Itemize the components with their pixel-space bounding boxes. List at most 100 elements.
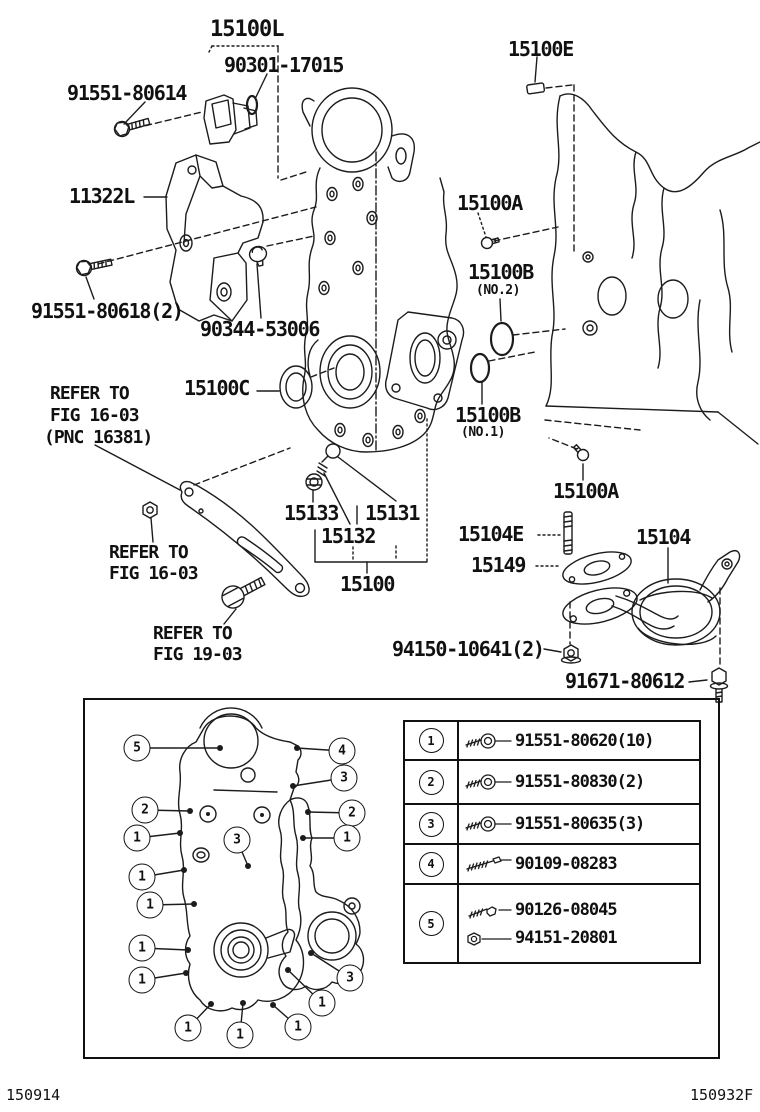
fastener-number-cell: 3: [405, 805, 459, 843]
part-label-15100C: 15100C: [184, 376, 250, 400]
mount-bracket-drawing: [165, 154, 264, 322]
bolt-position-dot: [185, 947, 191, 953]
fastener-number-badge: 1: [418, 728, 444, 753]
fastener-part-number: 90109-08283: [515, 854, 618, 874]
part-label-94150-10641-2: 94150-10641(2): [392, 637, 545, 661]
nut-94150-drawing: [543, 644, 582, 664]
inset-callout-1: 1: [128, 966, 156, 994]
camshaft-sensor-drawing: [203, 94, 259, 145]
inset-callout-3: 3: [336, 964, 364, 992]
fastener-table-row: 1 91551-80620(10): [405, 722, 699, 761]
inset-panel-border: [83, 698, 720, 1059]
bolt-position-dot: [240, 1000, 246, 1006]
bolt-position-dot: [290, 783, 296, 789]
fastener-table-row: 3 91551-80635(3): [405, 805, 699, 845]
bolt-position-dot: [285, 967, 291, 973]
part-label-refer-fig16-03-pnc-line2: FIG 16-03: [50, 405, 140, 426]
bolt-position-dot: [208, 1001, 214, 1007]
inset-callout-1: 1: [136, 891, 164, 919]
oil-strainer-drawing: [562, 547, 741, 667]
fastener-part-item: 91551-80620(10): [463, 731, 699, 751]
fastener-part-cell: 90109-08283: [459, 845, 699, 883]
part-label-refer-fig19-03-line2: FIG 19-03: [153, 644, 243, 665]
flange-bolt-icon: [465, 816, 512, 832]
part-label-15100B-no1: 15100B: [455, 403, 521, 427]
bolt-position-dot: [245, 863, 251, 869]
part-label-15100A-lower: 15100A: [553, 479, 619, 503]
gasket-15149-drawing: [562, 551, 632, 585]
bolt-position-dot: [187, 808, 193, 814]
oil-seal-drawing: [256, 365, 335, 409]
inset-callout-1: 1: [308, 989, 336, 1017]
bolt-position-dot: [300, 835, 306, 841]
fastener-part-cell: 91551-80620(10): [459, 722, 699, 759]
fastener-part-item: 94151-20801: [463, 928, 699, 948]
inset-callout-2: 2: [338, 799, 366, 827]
fastener-number-badge: 3: [418, 811, 444, 837]
fastener-table-row: 5 90126-08045 94151-20801: [405, 885, 699, 962]
part-label-refer-fig16-03-pnc-line3: (PNC 16381): [44, 427, 153, 448]
stud-15104e-drawing: [537, 511, 573, 555]
fastener-number-cell: 1: [405, 722, 459, 759]
bolt-position-dot: [305, 809, 311, 815]
fastener-number-badge: 5: [418, 911, 444, 936]
part-label-15133: 15133: [284, 501, 339, 525]
inset-callout-1: 1: [123, 824, 151, 852]
bolt-position-dot: [217, 745, 223, 751]
page-code-right: 150932F: [690, 1086, 754, 1104]
fastener-part-item: 90109-08283: [463, 854, 699, 874]
fastener-number-badge: 2: [418, 769, 444, 795]
fastener-part-cell: 90126-08045 94151-20801: [459, 885, 699, 962]
inset-callout-1: 1: [333, 824, 361, 852]
bolt-position-dot: [270, 1002, 276, 1008]
part-label-15132: 15132: [321, 524, 376, 548]
part-label-90301-17015: 90301-17015: [224, 53, 344, 77]
fastener-part-number: 90126-08045: [515, 899, 618, 920]
part-label-15100B-no1-note: (NO.1): [461, 425, 505, 440]
stay-bracket-drawing: [94, 444, 310, 598]
inset-callout-4: 4: [328, 737, 356, 765]
part-label-15104E: 15104E: [458, 522, 524, 546]
inset-callout-1: 1: [284, 1013, 312, 1041]
fastener-table-row: 4 90109-08283: [405, 845, 699, 885]
plug-15100e-drawing: [526, 82, 546, 95]
oil-nozzle-parts-drawing: [305, 418, 428, 574]
timing-cover-drawing: [301, 87, 465, 453]
part-label-refer-fig16-03-pnc-line1: REFER TO: [50, 383, 130, 404]
inset-callout-1: 1: [128, 863, 156, 891]
hex-bolt-icon: [468, 905, 512, 919]
leader-lines-right: [477, 56, 584, 481]
fastener-part-number: 91551-80620(10): [515, 730, 655, 751]
part-label-91671-80612: 91671-80612: [565, 669, 685, 693]
fastener-part-number: 91551-80830(2): [515, 772, 645, 792]
fastener-part-cell: 91551-80635(3): [459, 805, 699, 843]
part-label-refer-fig19-03-line1: REFER TO: [153, 623, 233, 644]
bolt-position-dot: [177, 830, 183, 836]
fastener-part-item: 90126-08045: [463, 900, 699, 920]
bolt-position-dot: [191, 901, 197, 907]
fastener-number-cell: 5: [405, 885, 459, 962]
flange-bolt-icon: [465, 774, 512, 790]
oring-15100b-no1-drawing: [469, 352, 491, 384]
inset-callout-1: 1: [226, 1021, 254, 1049]
part-label-15104: 15104: [636, 525, 691, 549]
part-label-15100B-no2-note: (NO.2): [476, 283, 520, 298]
inset-callout-1: 1: [174, 1014, 202, 1042]
fastener-part-number: 91551-80635(3): [515, 814, 645, 834]
part-label-15100B-no2: 15100B: [468, 260, 534, 284]
bolt-position-dot: [181, 867, 187, 873]
fastener-number-cell: 4: [405, 845, 459, 883]
part-label-90344-53006: 90344-53006: [200, 317, 320, 341]
inset-callout-1: 1: [128, 934, 156, 962]
inset-callout-3: 3: [223, 826, 251, 854]
fastener-table: 1 91551-80620(10) 2 91551-80830(2) 3 91551-80…: [403, 720, 701, 964]
part-label-refer-fig16-03-line1: REFER TO: [109, 542, 189, 563]
stud-bolt-icon: [466, 856, 512, 872]
bolt-refer-fig19-drawing: [221, 576, 266, 609]
bolt-position-dot: [308, 950, 314, 956]
part-label-15149: 15149: [471, 553, 526, 577]
fastener-part-cell: 91551-80830(2): [459, 761, 699, 803]
part-label-91551-80618-2: 91551-80618(2): [31, 299, 184, 323]
inset-callout-3: 3: [330, 764, 358, 792]
